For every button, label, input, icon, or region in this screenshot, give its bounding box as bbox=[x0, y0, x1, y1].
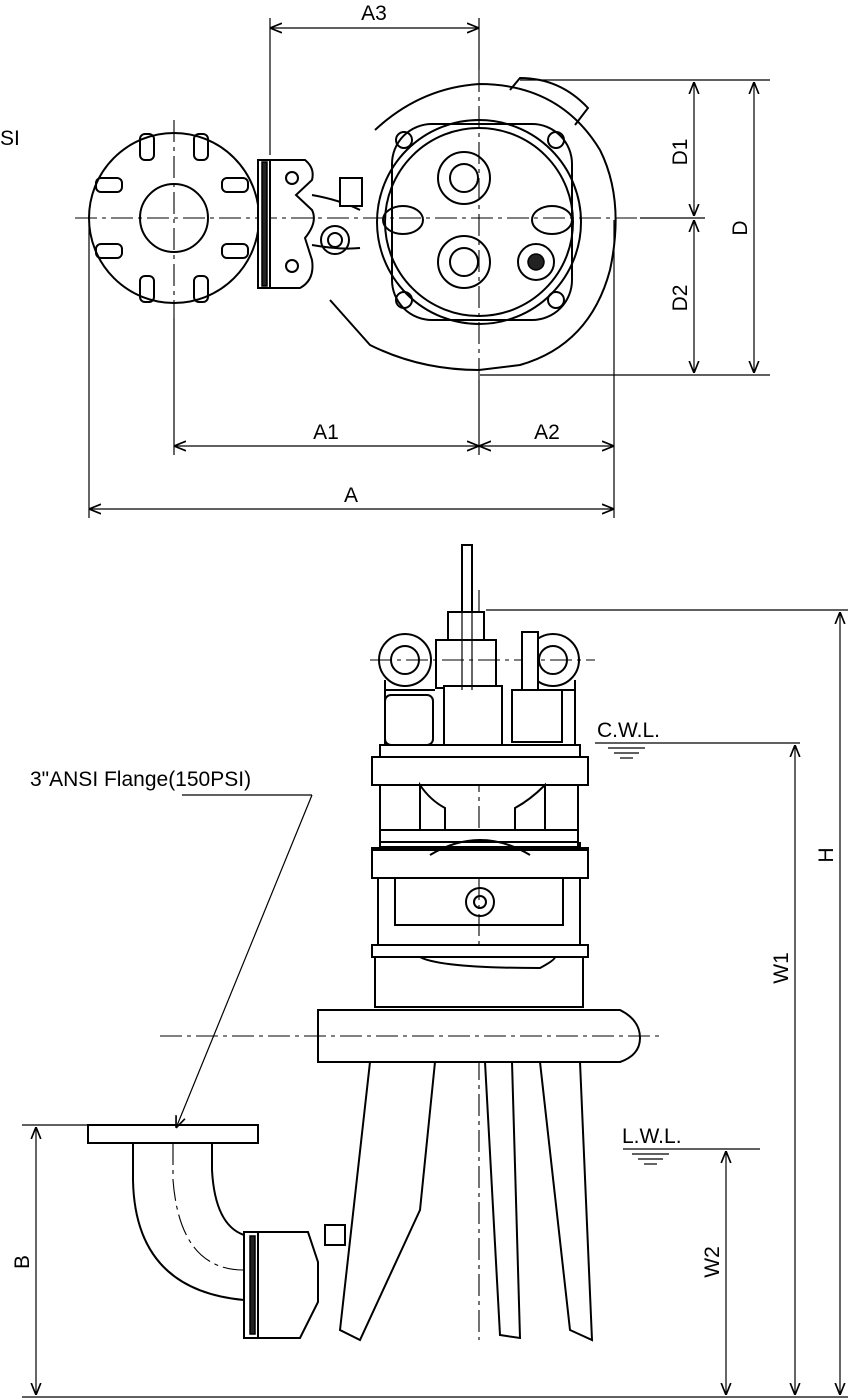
label-a2: A2 bbox=[534, 421, 560, 444]
eye-bolts bbox=[370, 633, 595, 687]
label-h: H bbox=[815, 847, 838, 862]
label-cwl: C.W.L. bbox=[597, 719, 660, 742]
cwl-symbol: C.W.L. bbox=[595, 719, 800, 759]
power-cable bbox=[461, 544, 473, 616]
label-a3: A3 bbox=[361, 2, 387, 25]
motor-body-plan bbox=[329, 76, 617, 372]
center-leg bbox=[483, 1061, 522, 1340]
round-flange-plan bbox=[88, 132, 260, 304]
dim-d: D1 D2 D bbox=[480, 79, 770, 376]
left-leg bbox=[338, 1061, 437, 1342]
discharge-bracket-plan bbox=[257, 159, 363, 289]
discharge-elbow bbox=[87, 1124, 346, 1339]
dim-h: H bbox=[486, 609, 848, 1395]
dim-w1: W1 bbox=[770, 745, 795, 1395]
dim-a: A1 A2 A bbox=[88, 220, 615, 518]
label-w1: W1 bbox=[770, 952, 793, 984]
dim-w2: W2 bbox=[701, 1151, 726, 1395]
label-a: A bbox=[344, 484, 358, 507]
flange-callout: 3"ANSI Flange(150PSI) bbox=[30, 768, 313, 1128]
label-b: B bbox=[11, 1255, 34, 1269]
right-leg bbox=[538, 1061, 594, 1342]
dim-b: B bbox=[11, 1124, 88, 1395]
label-si: SI bbox=[0, 127, 20, 150]
label-flange: 3"ANSI Flange(150PSI) bbox=[30, 768, 251, 791]
elevation-view: C.W.L. L.W.L. 3"ANSI Flange(150PSI) H W1 bbox=[11, 544, 848, 1398]
dim-a3: A3 bbox=[269, 2, 480, 155]
label-d2: D2 bbox=[669, 285, 692, 312]
label-lwl: L.W.L. bbox=[622, 1125, 682, 1148]
label-w2: W2 bbox=[701, 1246, 724, 1278]
lwl-symbol: L.W.L. bbox=[622, 1125, 760, 1165]
upper-flange bbox=[371, 756, 589, 786]
label-a1: A1 bbox=[313, 421, 339, 444]
label-d1: D1 bbox=[669, 139, 692, 166]
label-d: D bbox=[729, 220, 752, 235]
plan-view: A3 SI D1 D2 D A1 A2 A bbox=[0, 2, 770, 518]
